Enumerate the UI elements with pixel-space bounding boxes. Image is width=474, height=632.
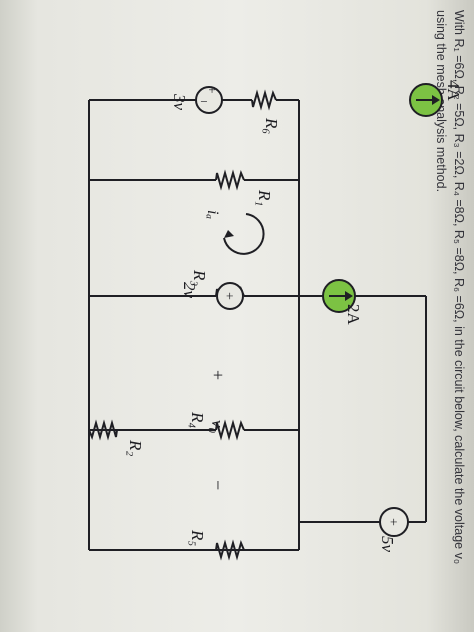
vsrc-3v-plus: + [208, 82, 215, 97]
vsrc-5v-plus: + [385, 518, 400, 526]
voltage-source-5v: + [379, 507, 409, 537]
resistor-r4 [215, 419, 245, 441]
wires [88, 99, 427, 551]
label-r2: R₂ [126, 439, 145, 456]
resistors [88, 89, 277, 561]
label-2a: 2A [344, 304, 363, 326]
label-v0-plus: + [208, 370, 228, 380]
label-2v: 2v [180, 282, 199, 299]
label-v0: v₀ [208, 420, 227, 434]
label-4a: 4A [444, 80, 463, 102]
label-5v: 5v [378, 536, 397, 553]
label-v0-minus: − [208, 480, 228, 490]
resistor-r5 [215, 539, 245, 561]
resistor-r1 [215, 169, 245, 191]
label-mesh-current: iₐ [204, 210, 221, 219]
label-r6: R₆ [262, 117, 281, 134]
current-source-4a [409, 83, 443, 117]
resistor-r6 [251, 89, 277, 111]
vsrc-2v-plus: + [221, 292, 236, 300]
vsrc-3v-minus: − [200, 94, 207, 109]
resistor-r2 [88, 419, 118, 441]
label-r5: R₅ [188, 529, 207, 546]
current-source-2a [322, 279, 356, 313]
mesh-current-arrow [223, 213, 265, 255]
label-r3: R₃ [190, 269, 209, 286]
voltage-source-2v: + [216, 282, 244, 310]
label-r1: R₁ [255, 189, 274, 206]
label-3v: 3v [170, 93, 189, 111]
label-r4: R₄ [188, 411, 207, 428]
voltage-source-3v: + − [195, 82, 223, 114]
